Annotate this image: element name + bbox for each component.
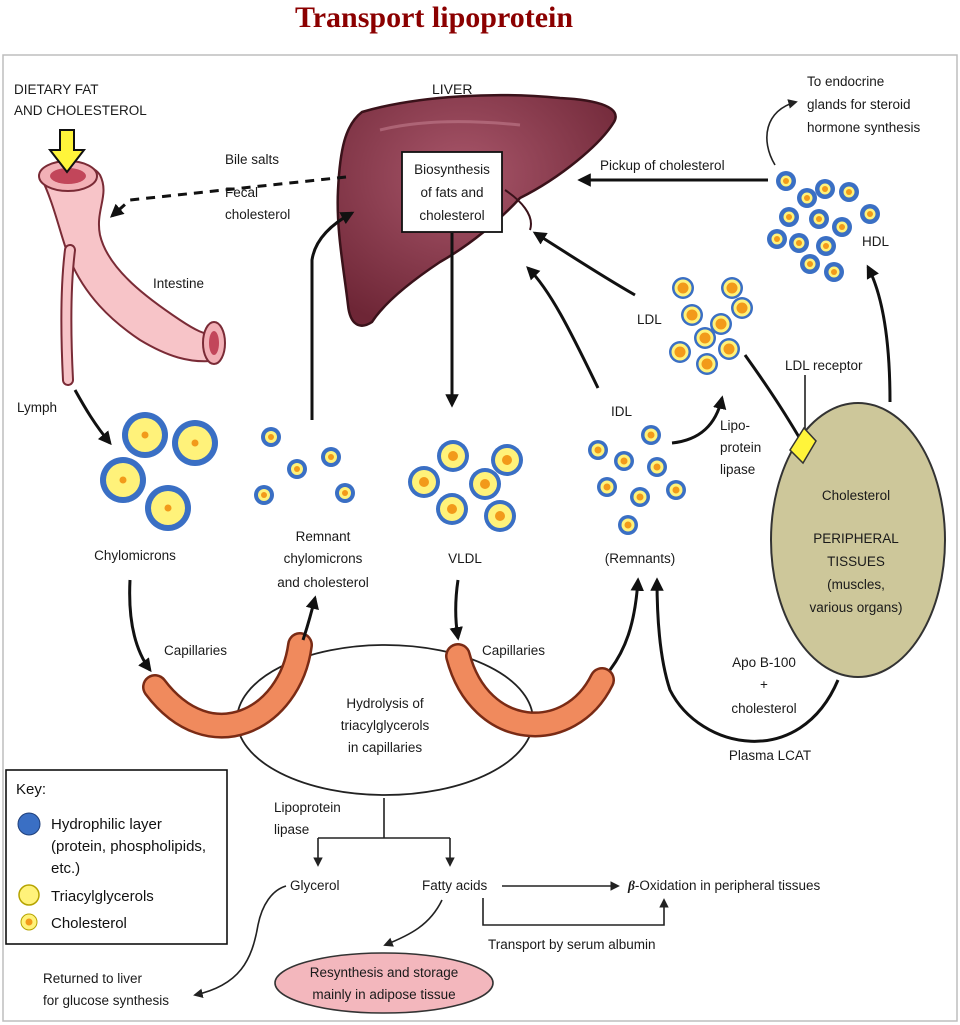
diagram-frame — [2, 54, 958, 1022]
key-heading: Key: — [16, 781, 46, 798]
page-title: Transport lipoprotein — [295, 1, 573, 34]
plasma-lcat-label: Plasma LCAT — [729, 748, 811, 763]
resynthesis-label-1: Resynthesis and storage — [310, 965, 459, 980]
bile-salts-arrow — [109, 175, 347, 218]
triacylglycerol-icon — [18, 884, 40, 906]
vldl-to-capillary-arrow — [449, 579, 463, 641]
capillary-to-remnants-arrow — [608, 577, 645, 671]
hydrophilic-layer-icon — [17, 812, 41, 836]
vldl-label: VLDL — [448, 551, 482, 566]
peripheral-tissue-ellipse — [770, 402, 946, 678]
dietary-intake-arrow-icon — [47, 129, 87, 174]
key-hydrophilic-line-3: etc.) — [51, 860, 80, 877]
key-legend: Key: Hydrophilic layer (protein, phospho… — [5, 769, 228, 945]
tissue-label-organs: various organs) — [809, 600, 902, 615]
capillaries-left-label: Capillaries — [164, 643, 227, 658]
idl-to-ldl-arrow — [671, 395, 727, 445]
returned-liver-label-1: Returned to liver — [43, 971, 143, 986]
lipoprotein-lipase-right-3: lipase — [720, 462, 755, 477]
ldl-receptor-label: LDL receptor — [785, 358, 863, 373]
lipoprotein-lipase-bottom-1: Lipoprotein — [274, 800, 341, 815]
key-cholesterol-label: Cholesterol — [51, 915, 127, 932]
hdl-to-endocrine-arrow — [766, 99, 798, 166]
glycerol-to-liver-arrow — [193, 885, 287, 999]
endocrine-label-2: glands for steroid — [807, 97, 911, 112]
remnant-to-liver-arrow — [310, 211, 355, 420]
intestine-organ — [38, 160, 226, 386]
key-hydrophilic-line-1: Hydrophilic layer — [51, 816, 162, 833]
hydrolysis-split-arrows — [313, 798, 455, 867]
left-capillary — [142, 632, 313, 739]
apo-b-label-3: cholesterol — [731, 701, 796, 716]
tissue-label-peripheral: PERIPHERAL — [813, 531, 899, 546]
lipoprotein-lipase-right-2: protein — [720, 440, 761, 455]
endocrine-label-1: To endocrine — [807, 74, 884, 89]
key-triacylglycerol-label: Triacylglycerols — [51, 888, 154, 905]
remnant-label-1: Remnant — [296, 529, 351, 544]
tissue-label-muscles: (muscles, — [827, 577, 885, 592]
fecal-cholesterol-label-1: Fecal — [225, 185, 258, 200]
biosynthesis-line-3: cholesterol — [419, 208, 484, 223]
ldl-label: LDL — [637, 312, 662, 327]
capillary-to-remnant-arrow — [301, 595, 319, 641]
bile-salts-label: Bile salts — [225, 152, 279, 167]
glycerol-label: Glycerol — [290, 878, 340, 893]
liver-label: LIVER — [432, 81, 472, 97]
key-hydrophilic-line-2: (protein, phospholipids, — [51, 838, 206, 855]
biosynthesis-line-1: Biosynthesis — [414, 162, 490, 177]
dietary-fat-label-1: DIETARY FAT — [14, 82, 99, 97]
tissue-to-remnants-arrow — [650, 577, 840, 743]
hydrolysis-label-1: Hydrolysis of — [346, 696, 424, 711]
remnant-label-3: and cholesterol — [277, 575, 369, 590]
hydrolysis-label-3: in capillaries — [348, 740, 423, 755]
vldl-cluster — [408, 440, 523, 532]
tissue-to-hdl-arrow — [866, 264, 892, 403]
returned-liver-label-2: for glucose synthesis — [43, 993, 169, 1008]
hdl-cluster — [767, 171, 880, 282]
chylomicrons-to-capillary-arrow — [128, 579, 152, 673]
idl-label: IDL — [611, 404, 633, 419]
biosynthesis-box: Biosynthesis of fats and cholesterol — [401, 151, 503, 233]
transport-albumin-label: Transport by serum albumin — [488, 937, 656, 952]
idl-to-liver-arrow — [526, 266, 600, 389]
fatty-acids-to-storage-arrow — [383, 899, 443, 947]
apo-b-label-1: Apo B-100 — [732, 655, 796, 670]
fatty-acids-label: Fatty acids — [422, 878, 488, 893]
lipoprotein-lipase-bottom-2: lipase — [274, 822, 309, 837]
ldl-to-liver-arrow — [532, 231, 636, 297]
ldl-cluster — [669, 277, 753, 375]
intestine-label: Intestine — [153, 276, 204, 291]
cholesterol-icon — [20, 913, 38, 931]
ldl-receptor-icon — [789, 426, 817, 465]
dietary-fat-label-2: AND CHOLESTEROL — [14, 103, 147, 118]
resynthesis-label-2: mainly in adipose tissue — [312, 987, 455, 1002]
right-capillary — [445, 643, 615, 738]
lymph-arrow — [73, 389, 112, 446]
hdl-label: HDL — [862, 234, 889, 249]
idl-cluster — [588, 425, 686, 535]
biosynthesis-line-2: of fats and — [420, 185, 483, 200]
tissue-label-tissues: TISSUES — [827, 554, 885, 569]
chylomicrons-label: Chylomicrons — [94, 548, 176, 563]
albumin-transport-arrow — [482, 898, 669, 926]
tissue-cholesterol-label: Cholesterol — [822, 488, 890, 503]
hydrolysis-label-2: triacylglycerols — [341, 718, 430, 733]
endocrine-label-3: hormone synthesis — [807, 120, 921, 135]
capillaries-right-label: Capillaries — [482, 643, 545, 658]
beta-oxidation-text: β-Oxidation in peripheral tissues — [627, 878, 821, 893]
fecal-cholesterol-label-2: cholesterol — [225, 207, 290, 222]
remnant-label-2: chylomicrons — [284, 551, 363, 566]
lipoprotein-lipase-right-1: Lipo- — [720, 418, 750, 433]
resynthesis-ellipse — [274, 952, 494, 1014]
chylomicrons-cluster — [100, 412, 218, 531]
remnant-chylomicrons-cluster — [254, 427, 355, 505]
apo-b-label-2: + — [760, 677, 768, 692]
remnants-label: (Remnants) — [605, 551, 676, 566]
pickup-cholesterol-label: Pickup of cholesterol — [600, 158, 725, 173]
lymph-label: Lymph — [17, 400, 57, 415]
